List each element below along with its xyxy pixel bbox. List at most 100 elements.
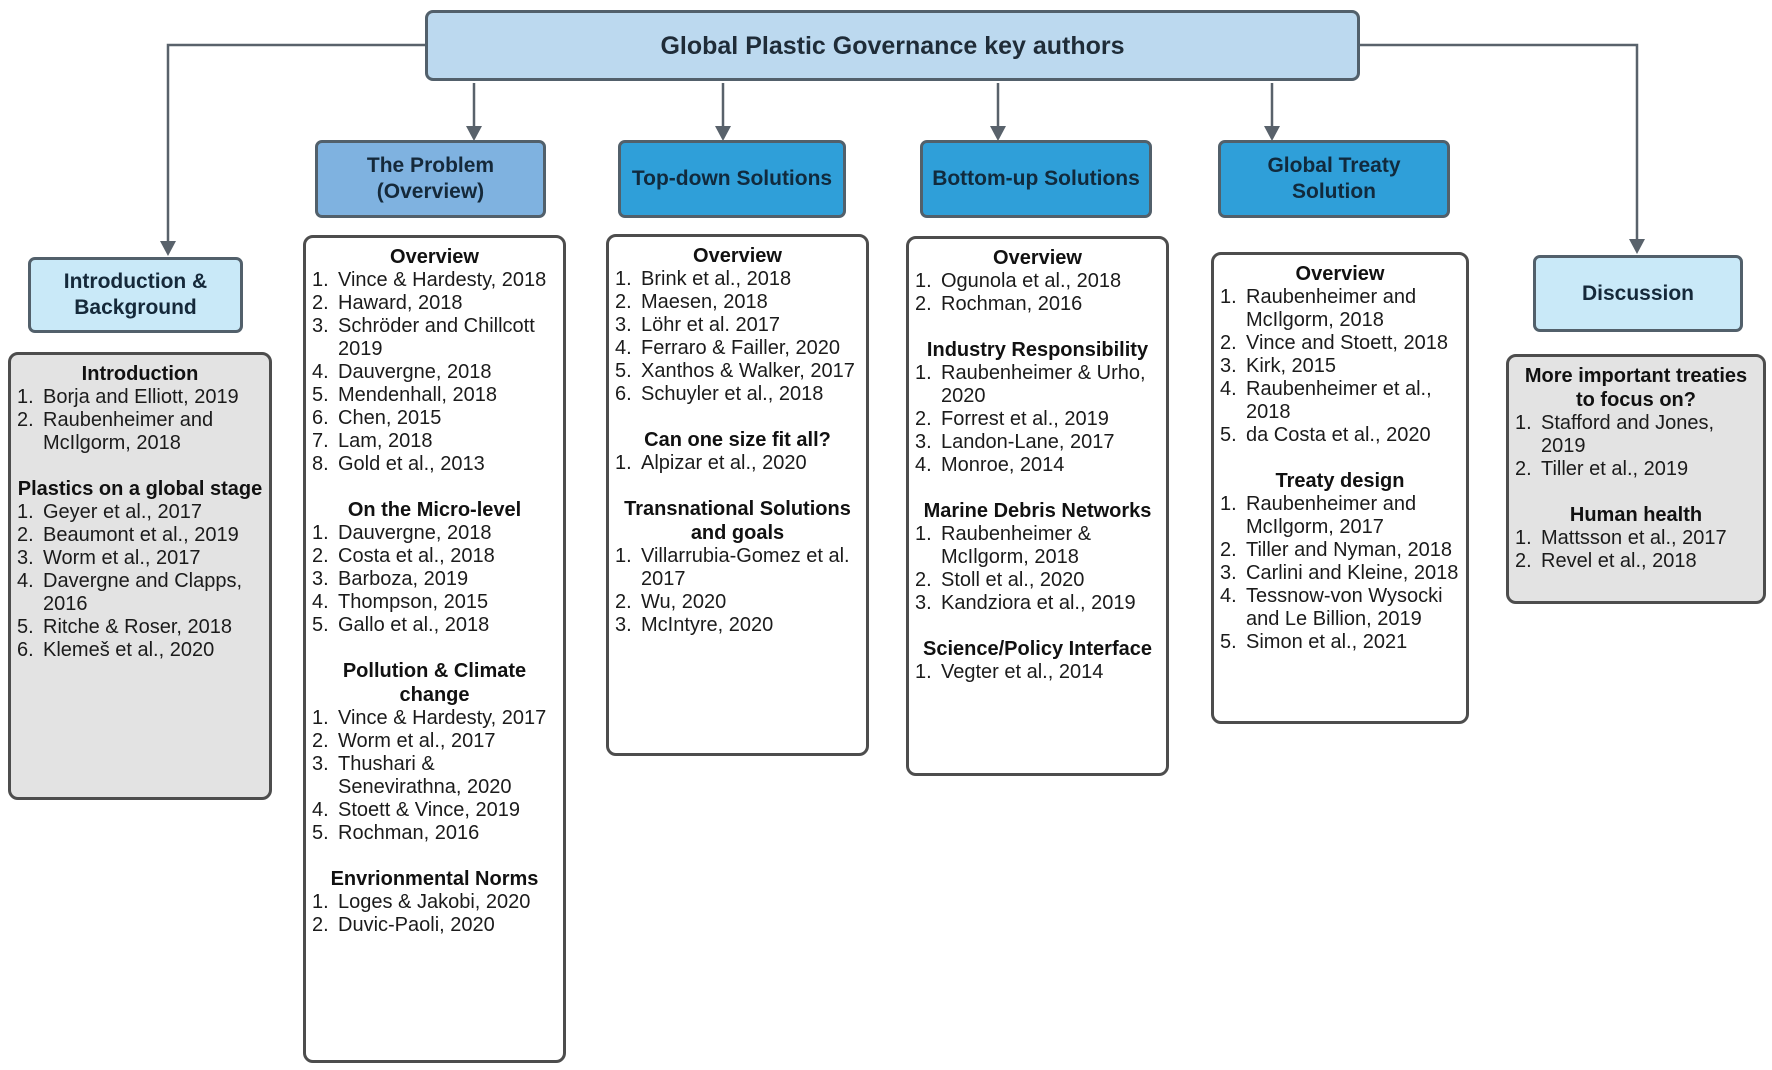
arrowhead-treaty [1264,126,1280,141]
list-item-number: 1. [915,523,932,545]
list-item-number: 6. [312,407,329,429]
list-item-text: Löhr et al. 2017 [641,314,780,336]
list-item: 1.Dauvergne, 2018 [312,522,557,545]
list-item: 2. Forrest et al., 2019 [915,408,1160,431]
list-item-text: Thushari & Senevirathna, 2020 [338,753,512,798]
list-item-number: 2. [915,408,932,430]
section-heading: Overview [693,245,782,267]
list-item-text: Monroe, 2014 [941,454,1065,476]
list-item-number: 4. [312,361,329,383]
list-item-number: 1. [1515,527,1532,549]
list-item: 3.Schröder and Chillcott 2019 [312,315,557,361]
list-item-text: Stoett & Vince, 2019 [338,799,520,821]
list-item-number: 3. [615,314,632,336]
list-item-number: 1. [915,661,932,683]
list-item-text: Tessnow-von Wysocki and Le Billion, 2019 [1246,585,1443,630]
list-item-text: Raubenheimer and McIlgorm, 2018 [43,409,214,454]
list-item-text: Kandziora et al., 2019 [941,592,1136,614]
list-item-text: Revel et al., 2018 [1541,550,1697,572]
list-item-text: Lam, 2018 [338,430,433,452]
list-item-number: 4. [915,454,932,476]
section-heading: Can one size fit all? [644,429,831,451]
node-label: The Problem (Overview) [366,154,495,203]
list-item-text: Ferraro & Failler, 2020 [641,337,840,359]
list-item: 3.Barboza, 2019 [312,568,557,591]
list-item-text: Borja and Elliott, 2019 [43,386,239,408]
list-item-text: Raubenheimer and McIlgorm, 2018 [1246,286,1417,331]
list-item-text: Duvic-Paoli, 2020 [338,914,495,936]
list-item: 8.Gold et al., 2013 [312,453,557,476]
list-item-text: Worm et al., 2017 [43,547,201,569]
section-heading: Plastics on a global stage [17,478,263,500]
list-item-text: Vegter et al., 2014 [941,661,1104,683]
list-item-number: 2. [17,409,34,431]
list-item: 5.da Costa et al., 2020 [1220,424,1460,447]
list-item-text: Schuyler et al., 2018 [641,383,824,405]
list-item-number: 2. [1515,550,1532,572]
list-item-text: Davergne and Clapps, 2016 [43,570,243,615]
list-item-number: 1. [17,501,34,523]
list-item: 4.Stoett & Vince, 2019 [312,799,557,822]
list-item: 3.Landon-Lane, 2017 [915,431,1160,454]
node-label: Discussion [1581,281,1695,305]
node-introduction-background: Introduction & Background [28,257,243,333]
list-item-text: da Costa et al., 2020 [1246,424,1431,446]
list-item: 1.Villarrubia-Gomez et al. 2017 [615,545,860,591]
list-item: 2.Rochman, 2016 [915,293,1160,316]
list-item: 1.Raubenheimer and McIlgorm, 2017 [1220,493,1460,539]
list-item: 3. Löhr et al. 2017 [615,314,860,337]
list-item-number: 2. [1220,539,1237,561]
list-item-number: 2. [1220,332,1237,354]
section-heading: Human health [1569,504,1703,526]
list-item-number: 2. [915,293,932,315]
list-item-text: Forrest et al., 2019 [941,408,1109,430]
section-heading: Overview [390,246,479,268]
list-item: 5.Rochman, 2016 [312,822,557,845]
list-item-number: 2. [312,545,329,567]
list-item: 2. Tiller and Nyman, 2018 [1220,539,1460,562]
list-item: 1.Brink et al., 2018 [615,268,860,291]
list-item: 6.Schuyler et al., 2018 [615,383,860,406]
list-item: 5.Mendenhall, 2018 [312,384,557,407]
list-item: 5. Gallo et al., 2018 [312,614,557,637]
list-item-number: 4. [17,570,34,592]
list-item-number: 2. [615,591,632,613]
section-heading: Science/Policy Interface [922,638,1152,660]
list-item-number: 1. [312,269,329,291]
node-the-problem: The Problem (Overview) [315,140,546,218]
list-item-number: 5. [1220,631,1237,653]
list-item: 2.Haward, 2018 [312,292,557,315]
list-item-text: Xanthos & Walker, 2017 [641,360,855,382]
list-item-text: Tiller and Nyman, 2018 [1246,539,1453,561]
arrowhead-topdown [715,126,731,141]
node-label: Global Treaty Solution [1267,154,1401,203]
list-item-number: 2. [615,291,632,313]
list-item-text: Schröder and Chillcott 2019 [338,315,535,360]
node-label: Introduction & Background [63,270,208,319]
list-item-text: Vince and Stoett, 2018 [1246,332,1449,354]
list-item-text: Wu, 2020 [641,591,727,613]
list-item-text: Gallo et al., 2018 [338,614,490,636]
list-item-text: Raubenheimer & Urho, 2020 [941,362,1146,407]
list-item-text: Rochman, 2016 [338,822,480,844]
list-item: 1.Vince & Hardesty, 2017 [312,707,557,730]
list-item-text: Chen, 2015 [338,407,442,429]
node-bottom-up-solutions: Bottom-up Solutions [920,140,1152,218]
list-item: 1.Loges & Jakobi, 2020 [312,891,557,914]
list-item-text: Stafford and Jones, 2019 [1541,412,1715,457]
list-item-number: 5. [312,614,329,636]
list-item-number: 1. [915,362,932,384]
list-item: 4.Dauvergne, 2018 [312,361,557,384]
list-item: 2. Raubenheimer and McIlgorm, 2018 [17,409,263,455]
list-item: 3.Worm et al., 2017 [17,547,263,570]
list-item-number: 2. [312,730,329,752]
list-item-number: 2. [312,914,329,936]
list-item: 4. Monroe, 2014 [915,454,1160,477]
node-discussion: Discussion [1533,255,1743,332]
list-item: 4.Raubenheimer et al., 2018 [1220,378,1460,424]
list-item-text: Stoll et al., 2020 [941,569,1085,591]
list-item-number: 1. [915,270,932,292]
list-item: 3.Carlini and Kleine, 2018 [1220,562,1460,585]
list-item-number: 2. [17,524,34,546]
